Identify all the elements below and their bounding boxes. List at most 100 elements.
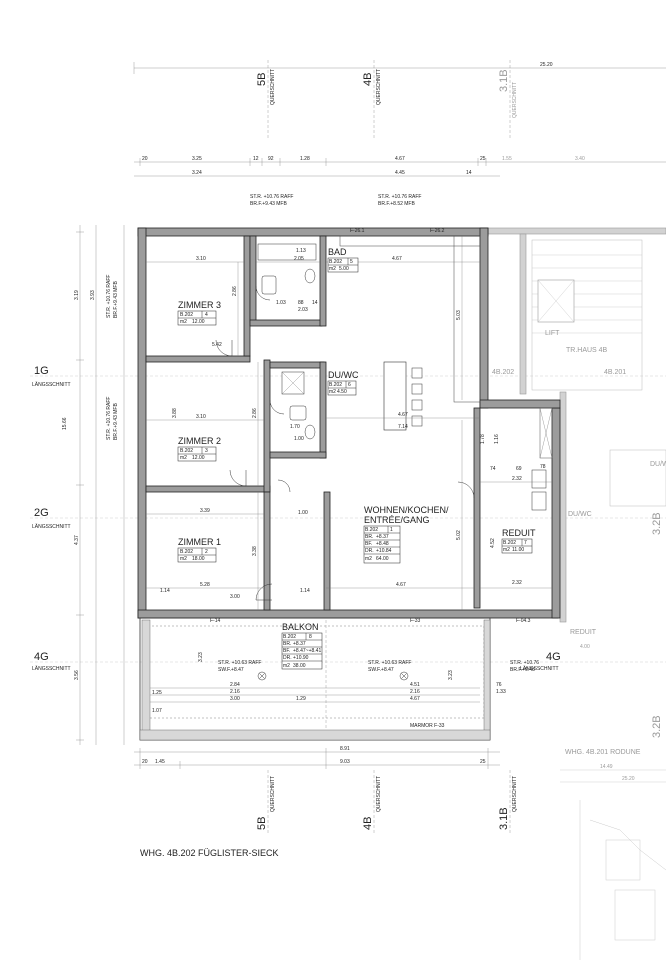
mid-467b: 4.67 [396, 582, 406, 588]
room-code: B.202 [180, 448, 193, 454]
bar-stools [411, 367, 423, 427]
room-name: BALKON [282, 622, 319, 632]
left-dimension-area: 15.66 3.19 3.93 4.37 3.56 ST.R. +10.76 R… [30, 225, 666, 745]
room-area: 12.00 [192, 319, 205, 325]
dim-325: 3.25 [192, 156, 202, 162]
red-69: 69 [516, 466, 522, 472]
section-marker-4b-bottom: 4B QUERSCHNITT [362, 770, 382, 835]
room-number: 4 [205, 312, 208, 318]
dim-14: 14 [466, 170, 472, 176]
section-marker-31b-top: 3.1B QUERSCHNITT [498, 60, 518, 140]
dim-left-1566: 15.66 [62, 417, 68, 430]
bad-width: 2.05 [294, 256, 304, 262]
row-label-1g: 1G [34, 365, 49, 377]
room-name: ZIMMER 1 [178, 537, 221, 547]
wall-z2-east [263, 359, 271, 493]
raff-top-b1: ST.R. +10.76 RAFF [378, 194, 422, 200]
z1-height: 3.38 [252, 546, 258, 556]
duwc-sink-icon [289, 405, 307, 421]
room-code: B.202 [329, 382, 342, 388]
section-marker-4b-top: 4B QUERSCHNITT [362, 60, 382, 140]
mid-100: 1.00 [294, 436, 304, 442]
room-number: 7 [524, 540, 527, 546]
room-code: B.202 [503, 540, 516, 546]
neighbor-reduit-area: 4.00 [580, 644, 590, 650]
bad-width-2: 4.67 [392, 256, 402, 262]
querschnitt-label: QUERSCHNITT [376, 69, 382, 105]
section-marker-5b-top: 5B QUERSCHNITT [256, 60, 276, 140]
room-name: REDUIT [502, 528, 536, 538]
mid-100b: 1.00 [298, 510, 308, 516]
z2-height-2: 3.88 [172, 408, 178, 418]
dim-left-356: 3.56 [74, 670, 80, 680]
room-area: 64.00 [376, 556, 389, 562]
room-name: ZIMMER 2 [178, 436, 221, 446]
dim-133: 1.33 [496, 689, 506, 695]
neighbor-title: WHG. 4B.201 RODUNE [565, 749, 641, 756]
dr-label: DR. [365, 548, 374, 554]
dim-76: 76 [496, 682, 502, 688]
dim-left-393: 3.93 [90, 290, 96, 300]
bf-value: +8.48 [376, 541, 389, 547]
wz-116: 1.16 [494, 434, 500, 444]
wall-bad-west [249, 235, 257, 323]
section-marker-31b-bottom: 3.1B QUERSCHNITT [498, 770, 518, 835]
bad-203: 2.03 [298, 307, 308, 313]
raff-top-a1: ST.R. +10.76 RAFF [250, 194, 294, 200]
br-label: BR. [283, 641, 291, 647]
red-78: 78 [540, 464, 546, 470]
bf-label: BF. [365, 541, 372, 547]
querschnitt-label: QUERSCHNITT [270, 776, 276, 812]
red-232b: 2.32 [512, 580, 522, 586]
dim-12: 12 [253, 156, 259, 162]
dim-114b: 1.14 [300, 588, 310, 594]
dim-125: 1.25 [152, 690, 162, 696]
row-label-4g-right: 4G [546, 651, 561, 663]
bad-14: 14 [312, 300, 318, 306]
mid-714: 7.14 [398, 424, 408, 430]
bad-103: 1.03 [276, 300, 286, 306]
dim-107: 1.07 [152, 708, 162, 714]
bad-88: 88 [298, 300, 304, 306]
bal-216b: 2.16 [410, 689, 420, 695]
bal-467: 4.67 [410, 696, 420, 702]
laengsschnitt-label: LÄNGSSCHNITT [32, 523, 71, 530]
room-zimmer-2: ZIMMER 2 B.202 3 m2 12.00 [177, 436, 221, 462]
dim-left-437: 4.37 [74, 535, 80, 545]
dim-bottom-25: 25 [480, 759, 486, 765]
wall-z3-z2 [145, 355, 251, 363]
section-label-32b-a: 3.2B [651, 512, 663, 535]
room-area: 11.00 [512, 547, 524, 553]
raff-left-3: ST.R. +10.76 RAFF [106, 397, 112, 441]
dim-left-319: 3.19 [74, 290, 80, 300]
raff-right-1: ST.R. +10.76 [510, 660, 539, 666]
bal-451: 4.51 [410, 682, 420, 688]
dr-value: +10.90 [293, 655, 309, 661]
top-dimension-area: 25.20 5B QUERSCHNITT 4B QUERSCHNITT 3.1B… [133, 60, 666, 207]
room-number: 6 [348, 382, 351, 388]
raff-right-2: BR.F.+9.48 [510, 667, 535, 673]
room-name: DU/WC [328, 370, 359, 380]
door-swings [215, 285, 475, 601]
neighbor-duwc-label: DU/WC [568, 511, 592, 518]
laengsschnitt-label: LÄNGSSCHNITT [520, 665, 559, 672]
row-label-2g: 2G [34, 507, 49, 519]
apartment-floor-plan: 3.10 2.86 5.42 3.10 2.86 3.88 3.39 3.38 … [137, 227, 561, 624]
wall-duwc-east [319, 361, 327, 459]
dim-340: 3.40 [575, 156, 585, 162]
raff-top-a2: BR.F.+9.43 MFB [250, 201, 287, 207]
dr-value: +10.84 [376, 548, 392, 554]
querschnitt-label: QUERSCHNITT [512, 82, 518, 118]
dim-155: 1.55 [502, 156, 512, 162]
neighbor-duwc-label-2: DU/WC [650, 461, 666, 468]
dim-bottom-891: 8.91 [340, 746, 350, 752]
bathtub-icon [257, 243, 317, 261]
area-label: m2 [329, 389, 336, 395]
room-area: 38.00 [293, 663, 306, 669]
mid-467: 4.67 [398, 412, 408, 418]
dim-bottom-903: 9.03 [340, 759, 350, 765]
wall-east-reduit [551, 407, 561, 619]
room-area: 4.50 [337, 389, 347, 395]
f-26-2: F-26.2 [430, 228, 445, 234]
